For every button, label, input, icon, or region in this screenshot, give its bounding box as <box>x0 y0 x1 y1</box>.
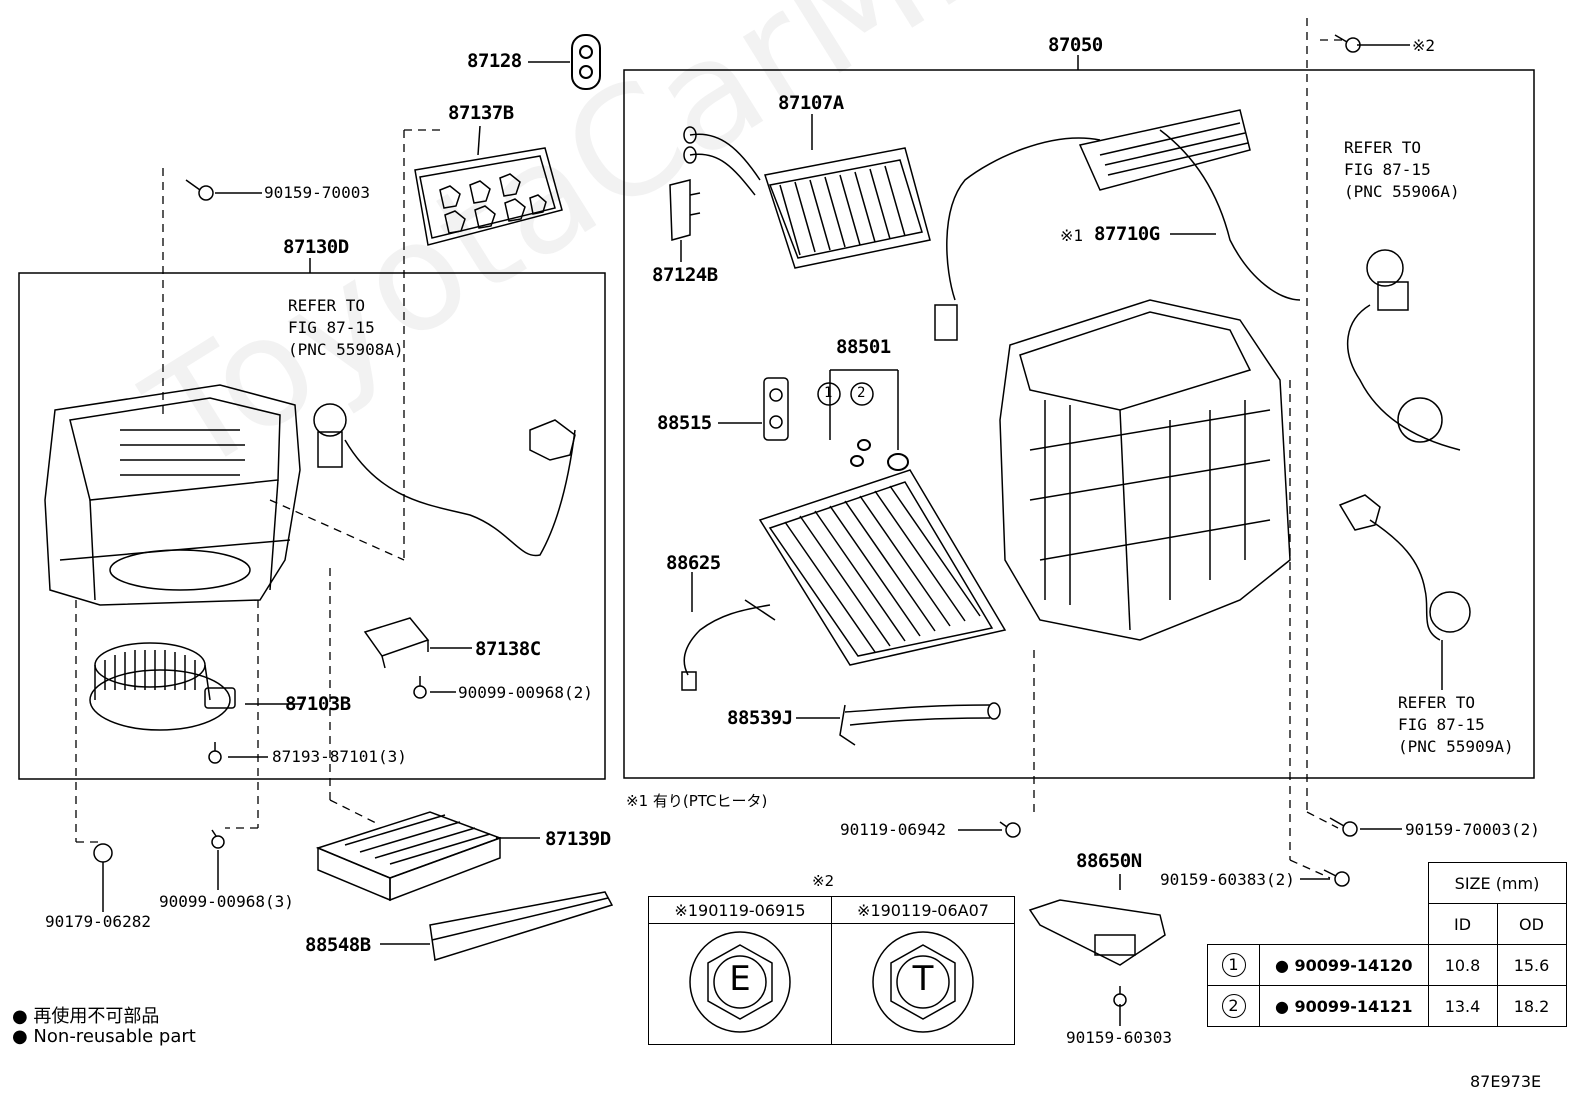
label-90099-00968-2: 90099-00968(2) <box>458 683 593 702</box>
table-row: 1 ● 90099-14120 10.8 15.6 <box>1207 944 1567 986</box>
label-87137b: 87137B <box>448 102 514 124</box>
size-row-2-part: ● 90099-14121 <box>1259 985 1429 1027</box>
label-90119-06942: 90119-06942 <box>840 820 946 839</box>
refer-bottom-right-line1: REFER TO <box>1398 693 1476 712</box>
refer-top-right-line3: (PNC 55906A) <box>1344 182 1460 201</box>
grille-87137b <box>414 147 563 246</box>
bolt-table-mark: ※2 <box>812 872 835 890</box>
bolt-head-t-icon <box>872 931 974 1033</box>
label-88625: 88625 <box>666 552 721 574</box>
label-90159-70003: 90159-70003 <box>264 183 370 202</box>
label-90179-06282: 90179-06282 <box>45 912 151 931</box>
size-row-1-part: ● 90099-14120 <box>1259 944 1429 986</box>
mark-87710g: ※1 <box>1060 226 1084 245</box>
circle-markers <box>817 382 874 406</box>
bracket-88650n <box>1028 899 1166 966</box>
circle-2-label: 2 <box>857 385 866 401</box>
damper-servo-bottom-right <box>1338 494 1471 641</box>
label-87193-87101-3: 87193-87101(3) <box>272 747 407 766</box>
evaporator-88501 <box>758 469 1007 666</box>
label-87138c: 87138C <box>475 638 541 660</box>
size-row-2-od: 18.2 <box>1496 985 1567 1027</box>
label-87107a: 87107A <box>778 92 844 114</box>
refer-bottom-right-line2: FIG 87-15 <box>1398 715 1485 734</box>
damper-servo-top-right <box>1346 249 1461 451</box>
bolt-identification-table: ※190119-06915 ※190119-06A07 E T <box>648 896 1015 1045</box>
refer-top-right-line1: REFER TO <box>1344 138 1422 157</box>
circle-1-label: 1 <box>824 385 833 401</box>
sheet-code: 87E973E <box>1470 1072 1542 1091</box>
o-rings <box>850 439 909 471</box>
strip-88548b <box>429 891 614 961</box>
size-row-2-ref: 2 <box>1221 994 1246 1018</box>
size-row-2-id: 13.4 <box>1427 985 1498 1027</box>
size-row-1-od: 15.6 <box>1496 944 1567 986</box>
box-87050 <box>623 69 1535 779</box>
label-90099-00968-3: 90099-00968(3) <box>159 892 294 911</box>
sensor-88625 <box>681 599 776 691</box>
blower-case <box>44 384 301 606</box>
label-88515: 88515 <box>657 412 712 434</box>
screws <box>93 34 1361 1007</box>
bolt-head-e-icon <box>689 931 791 1033</box>
bolt-header-2: ※190119-06A07 <box>831 896 1015 924</box>
damper-servo-left <box>313 403 576 557</box>
bolt-header-1: ※190119-06915 <box>648 896 832 924</box>
label-88501: 88501 <box>836 336 891 358</box>
heater-core-87107a <box>683 126 931 269</box>
blower-motor <box>89 642 236 731</box>
ptc-heater-87710g <box>934 109 1301 341</box>
legend-jp: ● 再使用不可部品 <box>12 1006 160 1027</box>
size-col-od: OD <box>1496 903 1567 945</box>
size-col-id: ID <box>1427 903 1498 945</box>
resistor-87138c <box>363 617 430 669</box>
refer-bottom-right-line3: (PNC 55909A) <box>1398 737 1514 756</box>
label-87103b: 87103B <box>285 693 351 715</box>
air-filter-87139d <box>315 811 503 902</box>
grommet-87128 <box>571 34 601 90</box>
label-87130d: 87130D <box>283 236 349 258</box>
mark-top-bolt: ※2 <box>1412 36 1436 55</box>
size-table-title: SIZE (mm) <box>1427 862 1567 904</box>
table-row: 2 ● 90099-14121 13.4 18.2 <box>1207 985 1567 1027</box>
refer-top-right-line2: FIG 87-15 <box>1344 160 1431 179</box>
label-87124b: 87124B <box>652 264 718 286</box>
size-row-1-id: 10.8 <box>1427 944 1498 986</box>
box-87130d <box>18 272 606 780</box>
label-90159-60383-2: 90159-60383(2) <box>1160 870 1295 889</box>
refer-left-line3: (PNC 55908A) <box>288 340 404 359</box>
label-88650n: 88650N <box>1076 850 1142 872</box>
drain-hose-88539j <box>839 702 1001 746</box>
label-90159-70003-2: 90159-70003(2) <box>1405 820 1540 839</box>
label-87050: 87050 <box>1048 34 1103 56</box>
label-87128: 87128 <box>467 50 522 72</box>
heater-unit-case <box>999 299 1291 641</box>
label-87710g: 87710G <box>1094 223 1160 245</box>
label-90159-60303: 90159-60303 <box>1066 1028 1172 1047</box>
legend-en: ● Non-reusable part <box>12 1026 196 1047</box>
clip-87124b <box>669 179 701 241</box>
o-ring-size-table: SIZE (mm) ID OD 1 ● 90099-14120 10.8 15.… <box>1207 862 1567 1027</box>
label-88539j: 88539J <box>727 707 793 729</box>
label-87139d: 87139D <box>545 828 611 850</box>
refer-left-line1: REFER TO <box>288 296 366 315</box>
refer-left-line2: FIG 87-15 <box>288 318 375 337</box>
note-ptc-heater: ※1 有り(PTCヒータ) <box>626 792 768 810</box>
size-row-1-ref: 1 <box>1221 953 1246 977</box>
label-88548b: 88548B <box>305 934 371 956</box>
expansion-valve-88515 <box>763 377 789 441</box>
